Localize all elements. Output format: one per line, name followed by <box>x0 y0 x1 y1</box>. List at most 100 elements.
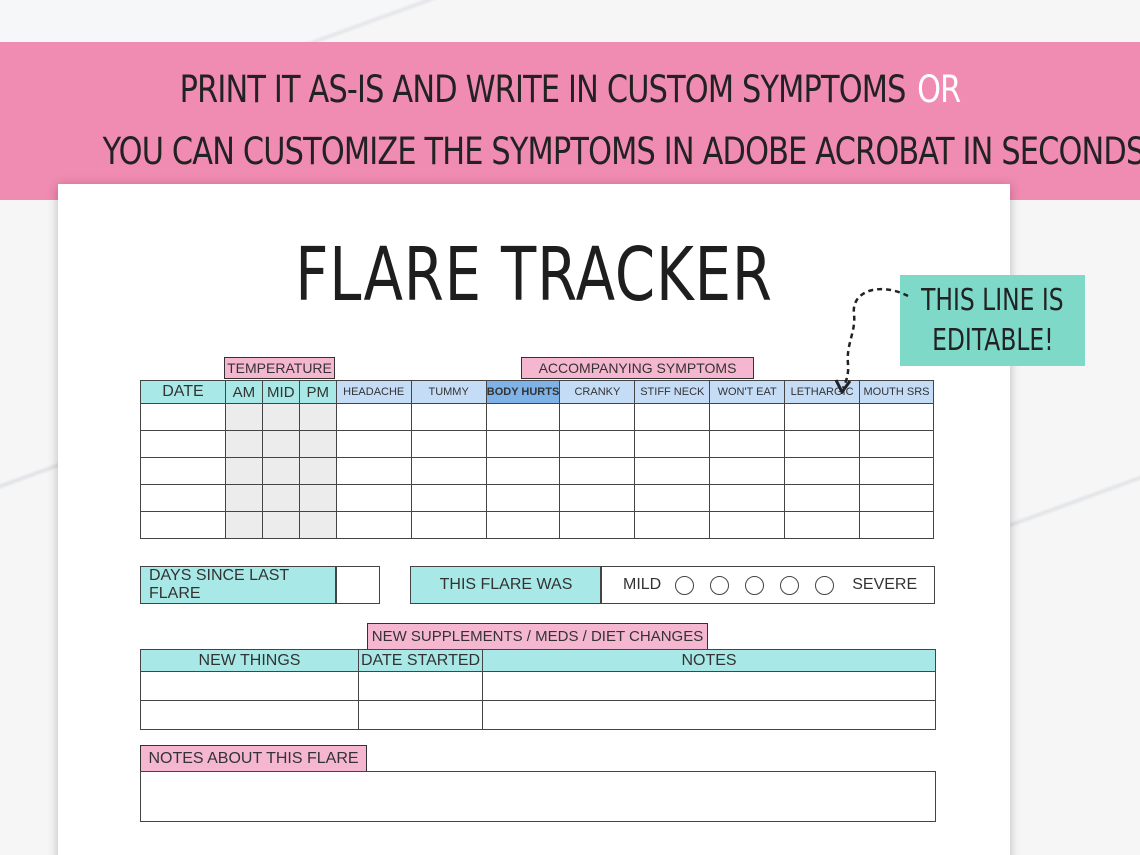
temperature-label: TEMPERATURE <box>224 357 335 379</box>
symptom-cell[interactable] <box>410 430 487 458</box>
symptom-cell[interactable] <box>410 484 487 512</box>
symptom-cell[interactable] <box>335 484 412 512</box>
symptom-cell[interactable] <box>410 511 487 539</box>
date-cell[interactable] <box>140 430 226 458</box>
page-title: FLARE TRACKER <box>295 232 773 318</box>
symptom-cell[interactable] <box>859 457 934 485</box>
pm-cell[interactable] <box>298 430 337 458</box>
date-cell[interactable] <box>140 511 226 539</box>
severity-circle-4[interactable] <box>780 575 800 595</box>
symptom-cell[interactable] <box>784 430 861 458</box>
symptom-cell[interactable] <box>709 457 786 485</box>
col-symptom-8[interactable]: MOUTH SRS <box>859 380 934 404</box>
col-symptom-2[interactable]: TUMMY <box>410 380 487 404</box>
symptom-cell[interactable] <box>335 457 412 485</box>
date-cell[interactable] <box>140 457 226 485</box>
tracker-header-row: DATE AM MID PM HEADACHE TUMMY BODY HURTS… <box>140 380 934 404</box>
symptom-cell[interactable] <box>634 430 711 458</box>
date-cell[interactable] <box>140 484 226 512</box>
pm-cell[interactable] <box>298 403 337 431</box>
symptom-cell[interactable] <box>559 457 636 485</box>
promo-banner: PRINT IT AS-IS AND WRITE IN CUSTOM SYMPT… <box>0 42 1140 200</box>
new-thing-cell[interactable] <box>140 700 359 730</box>
symptom-cell[interactable] <box>335 511 412 539</box>
symptom-cell[interactable] <box>634 457 711 485</box>
severity-circle-3[interactable] <box>745 575 765 595</box>
pm-cell[interactable] <box>298 511 337 539</box>
symptom-cell[interactable] <box>859 484 934 512</box>
col-symptom-3[interactable]: BODY HURTS <box>485 380 561 404</box>
severity-circle-5[interactable] <box>815 575 835 595</box>
flare-notes-field[interactable] <box>140 771 936 822</box>
banner-line-1: PRINT IT AS-IS AND WRITE IN CUSTOM SYMPT… <box>103 68 1038 111</box>
col-mid: MID <box>261 380 300 404</box>
symptom-cell[interactable] <box>410 457 487 485</box>
days-since-field[interactable] <box>335 566 380 604</box>
symptom-cell[interactable] <box>410 403 487 431</box>
symptom-cell[interactable] <box>784 484 861 512</box>
symptom-cell[interactable] <box>559 511 636 539</box>
notes-about-label: NOTES ABOUT THIS FLARE <box>140 745 367 772</box>
col-symptom-7[interactable]: LETHARGIC <box>784 380 861 404</box>
col-date: DATE <box>140 380 226 404</box>
col-notes: NOTES <box>482 649 936 672</box>
mid-cell[interactable] <box>261 403 300 431</box>
new-thing-cell[interactable] <box>140 671 359 701</box>
notes-cell[interactable] <box>482 700 936 730</box>
symptom-cell[interactable] <box>634 403 711 431</box>
severity-circle-2[interactable] <box>710 575 730 595</box>
symptom-cell[interactable] <box>709 430 786 458</box>
pm-cell[interactable] <box>298 484 337 512</box>
symptom-cell[interactable] <box>784 511 861 539</box>
symptom-cell[interactable] <box>485 457 561 485</box>
date-started-cell[interactable] <box>358 671 483 701</box>
am-cell[interactable] <box>224 511 263 539</box>
symptom-cell[interactable] <box>709 484 786 512</box>
symptom-cell[interactable] <box>634 511 711 539</box>
col-symptom-1[interactable]: HEADACHE <box>335 380 412 404</box>
am-cell[interactable] <box>224 457 263 485</box>
symptom-cell[interactable] <box>709 511 786 539</box>
severity-circle-1[interactable] <box>675 575 695 595</box>
col-symptom-4[interactable]: CRANKY <box>559 380 636 404</box>
am-cell[interactable] <box>224 484 263 512</box>
mid-cell[interactable] <box>261 430 300 458</box>
symptom-cell[interactable] <box>485 430 561 458</box>
mid-cell[interactable] <box>261 511 300 539</box>
col-symptom-5[interactable]: STIFF NECK <box>634 380 711 404</box>
symptom-cell[interactable] <box>559 484 636 512</box>
symptom-cell[interactable] <box>859 403 934 431</box>
symptom-cell[interactable] <box>859 430 934 458</box>
days-since-text: DAYS SINCE LAST FLARE <box>149 567 289 602</box>
symptom-cell[interactable] <box>485 403 561 431</box>
date-started-cell[interactable] <box>358 700 483 730</box>
symptom-cell[interactable] <box>335 430 412 458</box>
symptom-cell[interactable] <box>485 511 561 539</box>
severe-label: SEVERE <box>852 576 918 593</box>
table-row <box>140 671 936 701</box>
col-symptom-6[interactable]: WON'T EAT <box>709 380 786 404</box>
new-supplements-label: NEW SUPPLEMENTS / MEDS / DIET CHANGES <box>367 623 708 650</box>
table-row <box>140 484 934 512</box>
symptom-cell[interactable] <box>335 403 412 431</box>
severity-scale: MILD SEVERE <box>600 566 935 604</box>
symptom-cell[interactable] <box>559 430 636 458</box>
symptom-cell[interactable] <box>784 403 861 431</box>
am-cell[interactable] <box>224 430 263 458</box>
symptom-cell[interactable] <box>485 484 561 512</box>
symptom-cell[interactable] <box>709 403 786 431</box>
notes-cell[interactable] <box>482 671 936 701</box>
symptom-cell[interactable] <box>784 457 861 485</box>
mid-cell[interactable] <box>261 457 300 485</box>
symptom-cell[interactable] <box>634 484 711 512</box>
am-cell[interactable] <box>224 403 263 431</box>
banner-or: OR <box>917 68 961 111</box>
col-pm: PM <box>298 380 337 404</box>
symptom-cell[interactable] <box>559 403 636 431</box>
pm-cell[interactable] <box>298 457 337 485</box>
symptom-cell[interactable] <box>859 511 934 539</box>
banner-line-1-text: PRINT IT AS-IS AND WRITE IN CUSTOM SYMPT… <box>179 68 907 111</box>
editable-callout: THIS LINE IS EDITABLE! <box>900 275 1085 366</box>
date-cell[interactable] <box>140 403 226 431</box>
mid-cell[interactable] <box>261 484 300 512</box>
